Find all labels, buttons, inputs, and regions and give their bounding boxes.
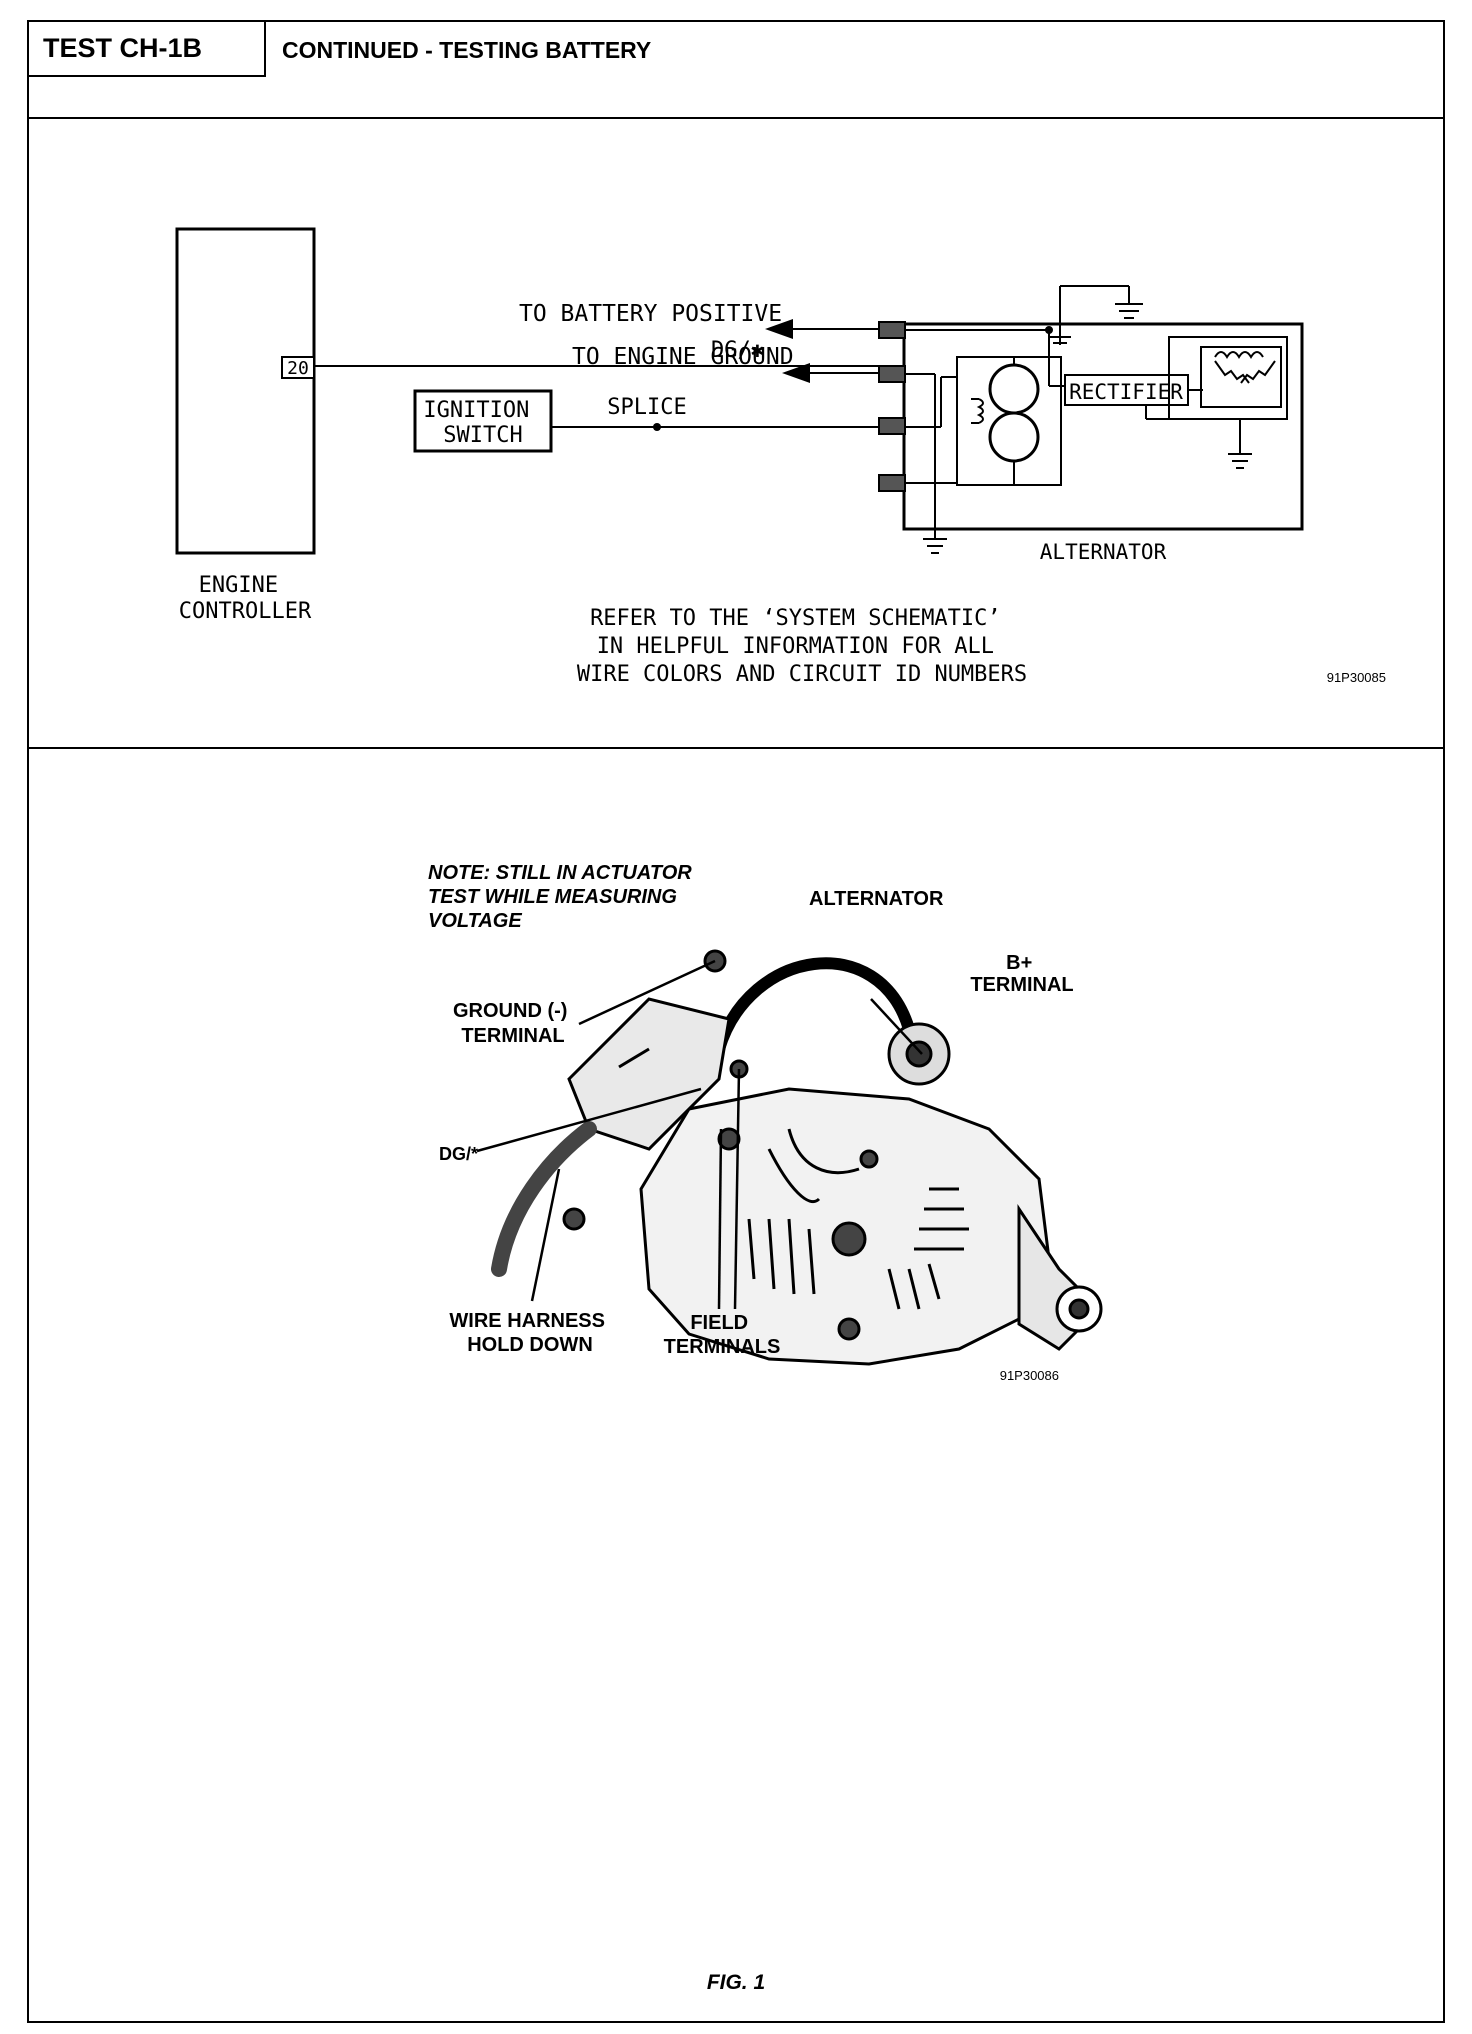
leader-lines: [476, 959, 923, 1310]
engine-controller-line1: ENGINE: [199, 573, 278, 598]
refer-note: REFER TO THE ‘SYSTEM SCHEMATIC’ IN HELPF…: [577, 606, 1027, 687]
page-title: CONTINUED - TESTING BATTERY: [282, 37, 652, 63]
ground-terminal-label: GROUND (-) TERMINAL: [453, 1000, 573, 1047]
photo-note: NOTE: STILL IN ACTUATOR TEST WHILE MEASU…: [428, 862, 697, 932]
engine-controller-line2: CONTROLLER: [179, 599, 312, 624]
ignition-switch-label: IGNITION SWITCH: [423, 398, 542, 448]
dg-wire-label: DG/*: [439, 1144, 478, 1164]
header: TEST CH-1B CONTINUED - TESTING BATTERY: [29, 22, 1443, 119]
alternator-photo-label: ALTERNATOR: [809, 888, 944, 910]
splice-label: SPLICE: [607, 395, 686, 420]
to-engine-ground-label: TO ENGINE GROUND: [572, 344, 794, 370]
wire-harness-line2: HOLD DOWN: [467, 1334, 593, 1356]
alternator-drawing: [491, 949, 1103, 1366]
to-battery-positive-label: TO BATTERY POSITIVE: [519, 301, 782, 327]
wire-harness-label: WIRE HARNESS HOLD DOWN: [449, 1310, 610, 1356]
schematic-labels: 20 ENGINE CONTROLLER IGNITION SWITCH SPL…: [179, 301, 1386, 687]
refer-note-line2: IN HELPFUL INFORMATION FOR ALL: [597, 634, 994, 659]
engine-controller-label: ENGINE CONTROLLER: [179, 573, 312, 624]
refer-note-line1: REFER TO THE ‘SYSTEM SCHEMATIC’: [590, 606, 1001, 631]
field-terminals-line1: FIELD: [690, 1312, 748, 1334]
b-plus-terminal-label: B+ TERMINAL: [970, 952, 1073, 996]
pin-number: 20: [287, 358, 309, 379]
b-plus-line2: TERMINAL: [970, 974, 1073, 996]
field-terminals-label: FIELD TERMINALS: [664, 1312, 781, 1358]
photo-note-line3: VOLTAGE: [428, 910, 522, 932]
alternator-illustration: NOTE: STILL IN ACTUATOR TEST WHILE MEASU…: [428, 862, 1103, 1383]
photo-note-line2: TEST WHILE MEASURING: [428, 886, 677, 908]
photo-panel: NOTE: STILL IN ACTUATOR TEST WHILE MEASU…: [29, 749, 1443, 2021]
ignition-switch-line2: SWITCH: [443, 423, 522, 448]
figure-id-bottom: 91P30086: [1000, 1368, 1059, 1383]
schematic-panel: 20 ENGINE CONTROLLER IGNITION SWITCH SPL…: [29, 119, 1443, 749]
refer-note-line3: WIRE COLORS AND CIRCUIT ID NUMBERS: [577, 662, 1027, 687]
figure-id-top: 91P30085: [1327, 670, 1386, 685]
figure-caption: FIG. 1: [706, 1971, 766, 1994]
splice-dot: [653, 423, 661, 431]
page-frame: TEST CH-1B CONTINUED - TESTING BATTERY: [27, 20, 1445, 2023]
ground-terminal-line2: TERMINAL: [461, 1025, 564, 1047]
rectifier-label: RECTIFIER: [1069, 380, 1183, 404]
field-terminals-line2: TERMINALS: [664, 1336, 781, 1358]
alternator-label: ALTERNATOR: [1040, 540, 1167, 564]
wire-harness-line1: WIRE HARNESS: [449, 1310, 605, 1332]
b-plus-line1: B+: [1006, 952, 1032, 974]
ground-terminal-line1: GROUND (-): [453, 1000, 567, 1022]
photo-labels: NOTE: STILL IN ACTUATOR TEST WHILE MEASU…: [428, 862, 1074, 1383]
test-id: TEST CH-1B: [29, 22, 266, 77]
pin-20-box: [281, 356, 315, 379]
wire-color-label: DG/✱: [711, 338, 764, 363]
ignition-switch-box: [413, 389, 553, 453]
engine-controller-box: [175, 227, 316, 555]
alternator-box: [902, 322, 1304, 531]
ignition-switch-line1: IGNITION: [423, 398, 529, 423]
wiring-schematic: 20 ENGINE CONTROLLER IGNITION SWITCH SPL…: [175, 227, 1386, 687]
photo-note-line1: NOTE: STILL IN ACTUATOR: [428, 862, 692, 884]
